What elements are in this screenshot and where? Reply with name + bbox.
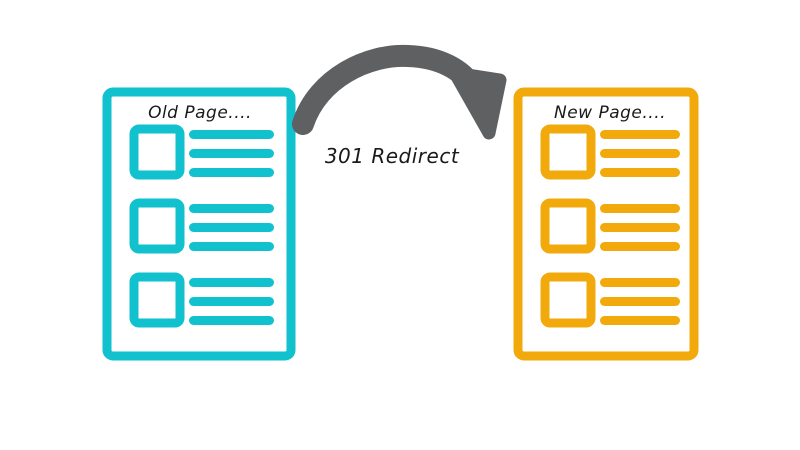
old-page-row [129, 198, 274, 254]
square-placeholder-icon [129, 198, 185, 254]
new-page-card[interactable]: New Page.... [513, 87, 699, 361]
text-line [600, 223, 680, 232]
square-placeholder-icon [540, 272, 596, 328]
text-line [189, 297, 274, 306]
new-page-row [540, 272, 680, 328]
redirect-label: 301 Redirect [325, 144, 460, 168]
old-page-row [129, 124, 274, 180]
new-page-row [540, 198, 680, 254]
text-line [600, 316, 680, 325]
square-placeholder-icon [540, 198, 596, 254]
text-line [600, 130, 680, 139]
square-placeholder-icon [129, 124, 185, 180]
text-line [189, 242, 274, 251]
text-line [600, 168, 680, 177]
old-page-row [129, 272, 274, 328]
text-line [600, 297, 680, 306]
text-line [189, 223, 274, 232]
text-line [600, 204, 680, 213]
square-placeholder-icon [129, 272, 185, 328]
text-line [189, 168, 274, 177]
text-line [600, 242, 680, 251]
text-line [189, 204, 274, 213]
old-page-title: Old Page.... [148, 103, 252, 123]
redirect-arrow [292, 44, 507, 140]
text-line [189, 130, 274, 139]
new-page-title: New Page.... [554, 103, 666, 123]
new-page-row [540, 124, 680, 180]
text-line [189, 316, 274, 325]
text-line [189, 278, 274, 287]
redirect-arrow-curve [292, 44, 483, 135]
text-line [600, 278, 680, 287]
old-page-card[interactable]: Old Page.... [102, 87, 296, 361]
text-line [189, 149, 274, 158]
square-placeholder-icon [540, 124, 596, 180]
redirect-arrow-head [448, 66, 507, 140]
text-line [600, 149, 680, 158]
